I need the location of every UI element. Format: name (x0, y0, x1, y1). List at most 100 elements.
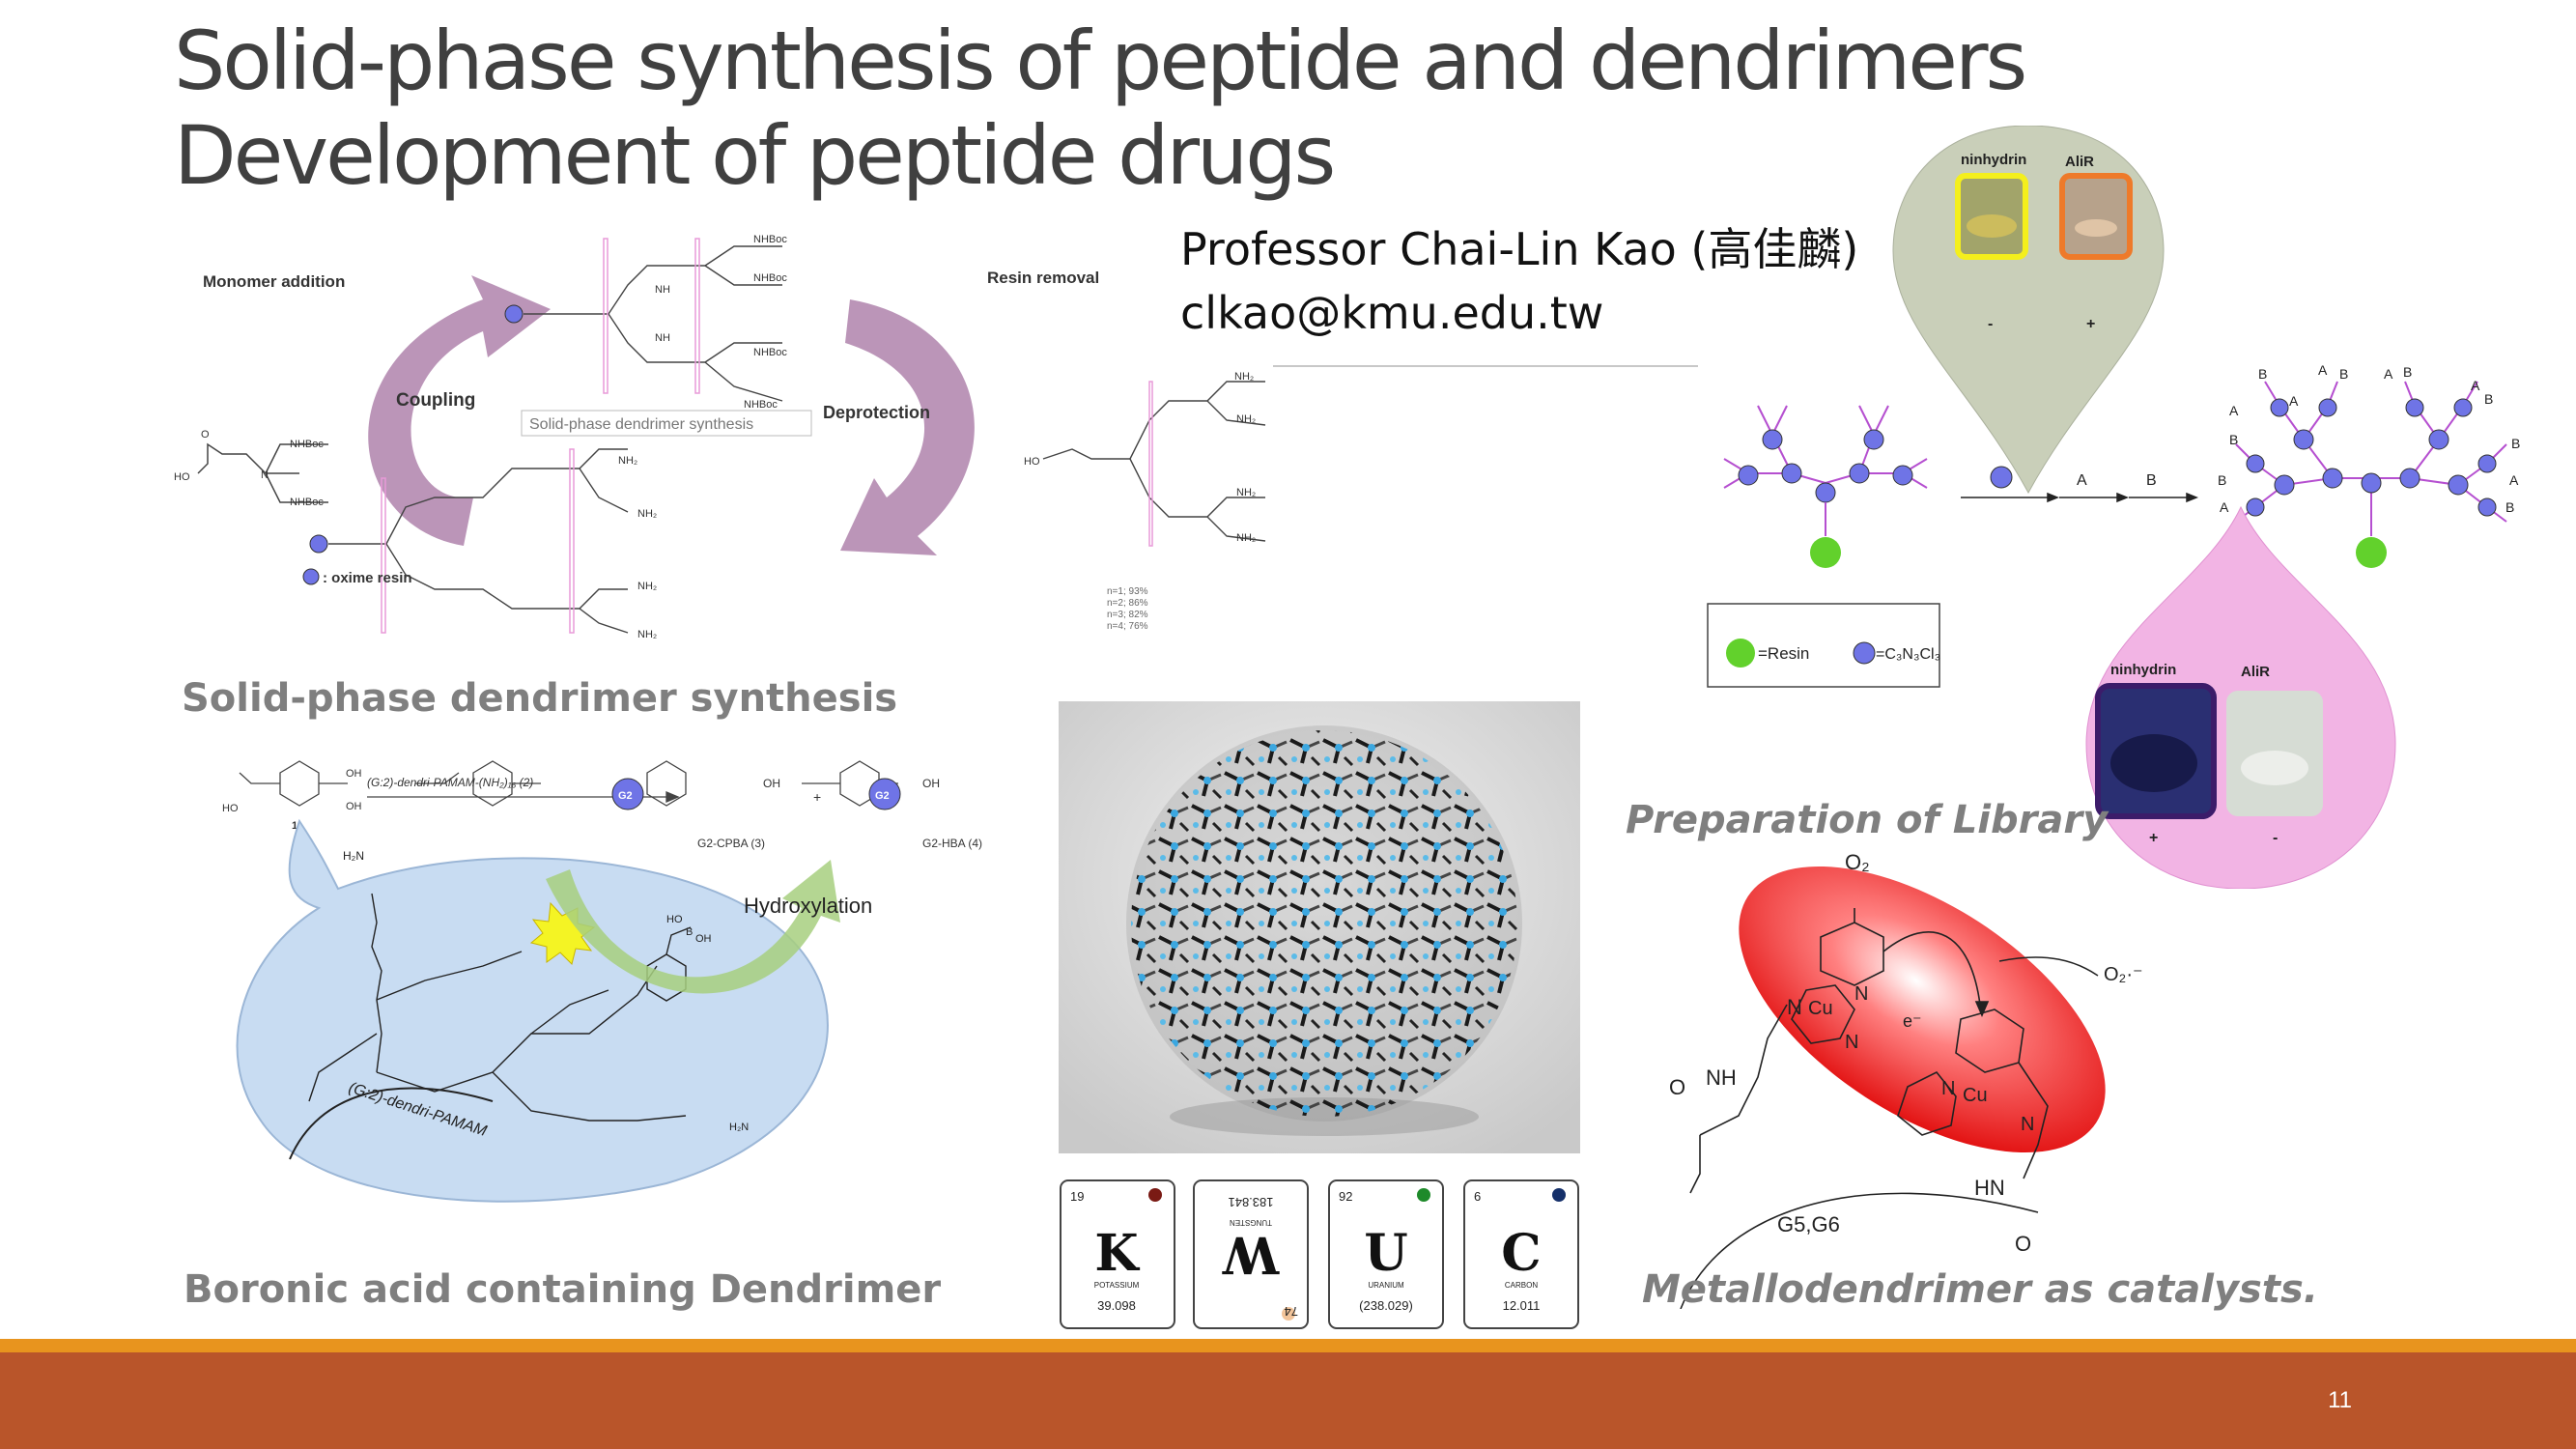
slide-title: Solid-phase synthesis of peptide and den… (174, 14, 2027, 203)
svg-text:HO: HO (222, 803, 239, 814)
svg-text:OH: OH (346, 801, 362, 812)
alir-vial-pos (2059, 173, 2133, 260)
svg-text:NHBoc: NHBoc (290, 497, 324, 508)
hydroxylation-label: Hydroxylation (744, 894, 872, 918)
svg-text:A: A (2384, 366, 2393, 382)
svg-text:OH: OH (695, 933, 712, 945)
svg-text:URANIUM: URANIUM (1368, 1281, 1404, 1290)
svg-text:+: + (813, 789, 821, 805)
svg-text:OH: OH (763, 777, 780, 790)
svg-text:183.841: 183.841 (1229, 1195, 1274, 1209)
caption-library: Preparation of Library (1626, 798, 2109, 842)
caption-solid-phase: Solid-phase dendrimer synthesis (182, 676, 898, 721)
svg-text:O: O (2015, 1232, 2031, 1256)
catalyst-ellipse (1739, 866, 2106, 1153)
svg-text:AliR: AliR (2241, 664, 2270, 680)
svg-text:H₂N: H₂N (343, 849, 364, 863)
svg-text:NHBoc: NHBoc (753, 347, 787, 358)
svg-text:B: B (2484, 391, 2493, 407)
coupling-arrow (368, 275, 551, 546)
resin-green (2356, 537, 2387, 568)
lower-dendron (328, 448, 629, 634)
g2-hba-label: G2-HBA (4) (922, 837, 982, 850)
yield-4: n=4; 76% (1107, 621, 1148, 632)
svg-text:(238.029): (238.029) (1359, 1298, 1413, 1313)
coupling-label: Coupling (396, 390, 475, 411)
professor-name: Professor Chai-Lin Kao (高佳麟) (1180, 223, 1859, 275)
boronic-scheme: HO OH OH 1 (G:2)-dendri-PAMAM-(NH₂)₁₆ (2… (222, 760, 982, 1203)
svg-text:+: + (2086, 316, 2095, 332)
triazine-bead (1990, 466, 2013, 489)
deprotection-arrow (840, 299, 975, 555)
yield-1: n=1; 93% (1107, 586, 1148, 597)
svg-text:B: B (686, 926, 693, 938)
divider (1273, 365, 1698, 367)
inner-label: Solid-phase dendrimer synthesis (529, 416, 753, 433)
footer-bar (0, 1352, 2576, 1449)
element-tile-k: 19 K POTASSIUM 39.098 (1060, 1179, 1175, 1329)
svg-text:G2: G2 (875, 790, 890, 802)
svg-text:NH₂: NH₂ (637, 629, 657, 640)
solid-phase-scheme: Monomer addition Coupling Resin removal … (174, 234, 1266, 640)
svg-text:A: A (2509, 472, 2519, 488)
svg-text:-: - (1988, 316, 1993, 332)
svg-text:O: O (201, 429, 210, 440)
svg-text:6: 6 (1474, 1189, 1481, 1204)
svg-text:H₂N: H₂N (729, 1122, 749, 1133)
professor-email[interactable]: clkao@kmu.edu.tw (1180, 287, 1604, 339)
svg-text:K: K (1094, 1224, 1140, 1283)
footer-accent-line (0, 1339, 2576, 1352)
svg-text:NH: NH (655, 284, 670, 296)
svg-text:12.011: 12.011 (1503, 1298, 1541, 1313)
svg-text:TUNGSTEN: TUNGSTEN (1230, 1218, 1272, 1227)
element-tiles: 19 K POTASSIUM 39.098 74 W TUNGSTEN 183.… (1059, 1179, 1585, 1333)
element-tile-c: 6 C CARBON 12.011 (1463, 1179, 1579, 1329)
yield-3: n=3; 82% (1107, 610, 1148, 620)
svg-text:39.098: 39.098 (1097, 1298, 1136, 1313)
svg-text:Cu: Cu (1808, 998, 1833, 1019)
svg-text:B: B (2403, 364, 2412, 380)
svg-text:NH₂: NH₂ (1234, 371, 1254, 383)
svg-text:NHBoc: NHBoc (290, 439, 324, 450)
svg-text:92: 92 (1339, 1189, 1352, 1204)
element-tiles-svg: 19 K POTASSIUM 39.098 74 W TUNGSTEN 183.… (1060, 1179, 1579, 1329)
inner-label-box (521, 410, 812, 437)
svg-text:CARBON: CARBON (1505, 1281, 1538, 1290)
pamam-skeleton (308, 893, 692, 1122)
yield-2: n=2; 86% (1107, 598, 1148, 609)
element-tile-u: 92 U URANIUM (238.029) (1328, 1179, 1444, 1329)
svg-text:HO: HO (174, 471, 190, 483)
svg-text:N: N (261, 469, 269, 481)
dendrimer-model-image (1059, 701, 1580, 1153)
svg-text:B: B (2511, 436, 2520, 451)
caption-boronic: Boronic acid containing Dendrimer (184, 1267, 942, 1312)
svg-text:19: 19 (1070, 1189, 1084, 1204)
svg-text:+: + (2149, 830, 2158, 846)
svg-text:B: B (2258, 366, 2267, 382)
svg-text:B: B (2505, 499, 2514, 515)
resin-bead (309, 534, 328, 554)
svg-text:NH₂: NH₂ (1236, 532, 1256, 544)
svg-text:O: O (1669, 1075, 1685, 1099)
svg-text:NH₂: NH₂ (618, 455, 637, 467)
initial-dendron (1723, 405, 1928, 568)
professor-info: Professor Chai-Lin Kao (高佳麟) clkao@kmu.e… (1180, 217, 1858, 345)
svg-text:OH: OH (922, 777, 940, 790)
g2-cpba-label: G2-CPBA (3) (697, 837, 765, 850)
svg-text:NHBoc: NHBoc (753, 272, 787, 284)
svg-text:POTASSIUM: POTASSIUM (1094, 1281, 1140, 1290)
svg-text:B: B (2146, 472, 2157, 489)
svg-text:A: A (2471, 378, 2480, 393)
resin-removal-label: Resin removal (987, 269, 1099, 287)
svg-text:HO: HO (666, 914, 683, 925)
reagent-label: (G:2)-dendri-PAMAM-(NH₂)₁₆ (2) (367, 776, 533, 789)
svg-text:B: B (2229, 432, 2238, 447)
svg-text:A: A (2229, 403, 2239, 418)
svg-text:O₂·⁻: O₂·⁻ (2104, 964, 2143, 985)
svg-text:O₂: O₂ (1845, 850, 1870, 874)
svg-text:N: N (1854, 983, 1868, 1005)
svg-text:-: - (2273, 830, 2278, 846)
svg-text:AliR: AliR (2065, 154, 2094, 170)
svg-text:A: A (2220, 499, 2229, 515)
svg-text:G2: G2 (618, 790, 633, 802)
